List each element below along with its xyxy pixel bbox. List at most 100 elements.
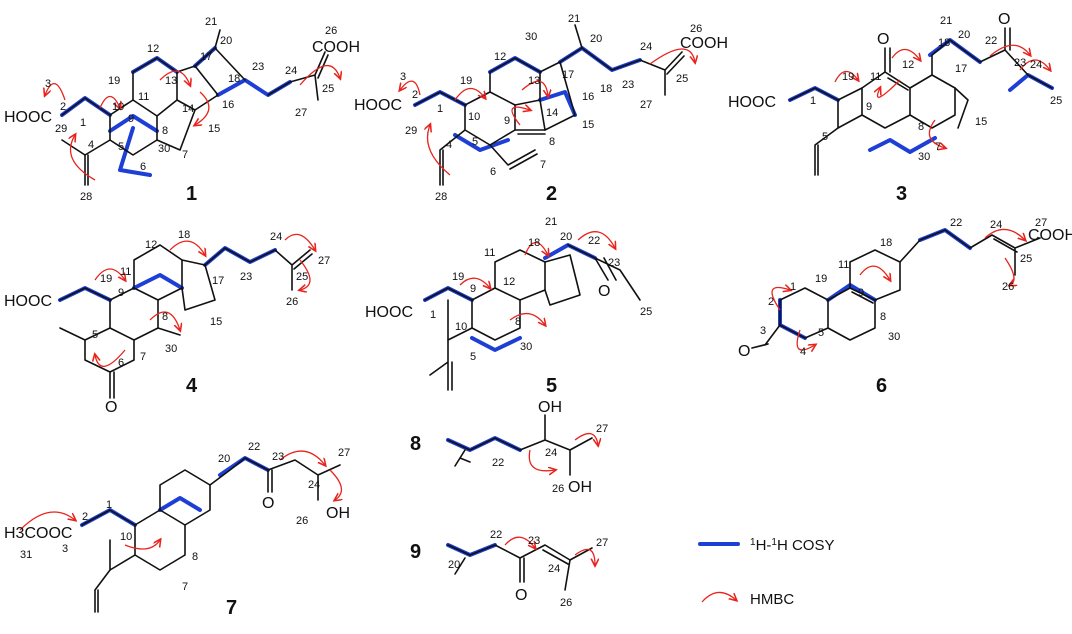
- atom-label: 15: [975, 116, 987, 128]
- atom-label: 7: [182, 149, 188, 161]
- compound-number: 1: [186, 183, 197, 205]
- atom-label: 18: [528, 237, 540, 249]
- hydroxyl-group: OH: [326, 505, 350, 522]
- atom-label: 25: [322, 83, 334, 95]
- atom-label: 3: [760, 325, 766, 337]
- atom-label: 29: [55, 123, 67, 135]
- ketone-o: O: [598, 283, 610, 300]
- atom-label: 9: [866, 101, 872, 113]
- atom-label: 22: [248, 441, 260, 453]
- atom-label: 1: [106, 499, 112, 511]
- atom-label: 2: [412, 89, 418, 101]
- compound-number: 3: [896, 183, 907, 205]
- hmbc-legend-label: HMBC: [750, 591, 794, 608]
- atom-label: 23: [272, 451, 284, 463]
- atom-label: 12: [902, 59, 914, 71]
- compound-number: 6: [876, 375, 887, 397]
- atom-label: 9: [504, 115, 510, 127]
- compound-number: 4: [186, 375, 198, 397]
- compound-8: OH OH 22 24 26 27 8: [410, 399, 608, 496]
- atom-label: 23: [1014, 57, 1026, 69]
- atom-label: 9: [470, 283, 476, 295]
- atom-label: 10: [112, 101, 124, 113]
- atom-label: 21: [940, 15, 952, 27]
- atom-label: 26: [296, 515, 308, 527]
- atom-label: 9: [128, 113, 134, 125]
- atom-label: 19: [842, 71, 854, 83]
- atom-label: 1: [430, 309, 436, 321]
- atom-label: 27: [640, 99, 652, 111]
- atom-label: 7: [140, 351, 146, 363]
- atom-label: 24: [308, 479, 320, 491]
- atom-label: 14: [182, 103, 194, 115]
- atom-label: 30: [520, 341, 532, 353]
- atom-label: 15: [582, 119, 594, 131]
- ketone-o: O: [262, 495, 274, 512]
- atom-label: 24: [1030, 59, 1042, 71]
- compound-9: O 20 22 23 24 26 27 9: [410, 529, 608, 609]
- atom-label: 26: [552, 483, 564, 495]
- acid-group: HOOC: [4, 109, 52, 126]
- compound-number: 2: [546, 183, 557, 205]
- atom-label: 5: [822, 131, 828, 143]
- atom-label: 1: [437, 103, 443, 115]
- atom-label: 10: [120, 531, 132, 543]
- atom-label: 11: [120, 266, 131, 278]
- compound-1: HOOC COOH 1 2 3 4 5 6 7 8 9 10 11 12 13 …: [4, 16, 360, 205]
- atom-label: 20: [448, 559, 460, 571]
- atom-label: 28: [80, 191, 92, 203]
- atom-label: 26: [286, 296, 298, 308]
- cosy-suffix: H COSY: [777, 537, 835, 554]
- atom-label: 13: [165, 75, 177, 87]
- atom-label: 2: [60, 101, 66, 113]
- atom-label: 22: [950, 217, 962, 229]
- atom-label: 20: [560, 231, 572, 243]
- atom-label: 17: [955, 63, 967, 75]
- compound-number: 7: [226, 597, 237, 619]
- atom-label: 30: [918, 151, 930, 163]
- ketone-o: O: [515, 587, 527, 604]
- atom-label: 5: [818, 327, 824, 339]
- atom-label: 18: [600, 83, 612, 95]
- atom-label: 23: [240, 271, 252, 283]
- compound-6: COOH O 1 2 3 4 5 8 9 11 18 19 22 24 25 2…: [738, 217, 1072, 397]
- atom-label: 2: [82, 511, 88, 523]
- atom-label: 23: [528, 535, 540, 547]
- compound-number: 8: [410, 433, 421, 455]
- cosy-sup: 1: [750, 537, 756, 548]
- atom-label: 31: [20, 549, 32, 561]
- atom-label: 5: [92, 329, 98, 341]
- cosy-sup2: 1: [771, 537, 777, 548]
- atom-label: 24: [270, 231, 282, 243]
- atom-label: 18: [178, 229, 190, 241]
- atom-label: 23: [622, 79, 634, 91]
- atom-label: 15: [210, 316, 222, 328]
- atom-label: 23: [608, 257, 620, 269]
- atom-label: 21: [545, 216, 557, 228]
- atom-label: 25: [640, 306, 652, 318]
- legend: 1H-1H COSY HMBC: [698, 537, 834, 608]
- atom-label: 10: [468, 111, 480, 123]
- atom-label: 5: [472, 136, 478, 148]
- atom-label: 16: [222, 99, 234, 111]
- atom-label: 19: [460, 75, 472, 87]
- atom-label: 30: [158, 143, 170, 155]
- atom-label: 18: [938, 37, 950, 49]
- atom-label: 17: [212, 275, 224, 287]
- atom-label: 2: [768, 296, 774, 308]
- atom-label: 24: [990, 219, 1002, 231]
- cosy-legend-label: 1H-1H COSY: [750, 537, 834, 555]
- ketone-o: O: [105, 399, 117, 416]
- atom-label: 11: [138, 91, 149, 103]
- atom-label: 8: [162, 311, 168, 323]
- atom-label: 20: [958, 29, 970, 41]
- carboxyl-group: COOH: [1028, 227, 1072, 244]
- atom-label: 21: [568, 13, 580, 25]
- atom-label: 8: [549, 136, 555, 148]
- atom-label: 1: [790, 281, 796, 293]
- atom-label: 27: [596, 423, 608, 435]
- atom-label: 11: [838, 259, 849, 271]
- atom-label: 8: [192, 551, 198, 563]
- atom-label: 29: [405, 125, 417, 137]
